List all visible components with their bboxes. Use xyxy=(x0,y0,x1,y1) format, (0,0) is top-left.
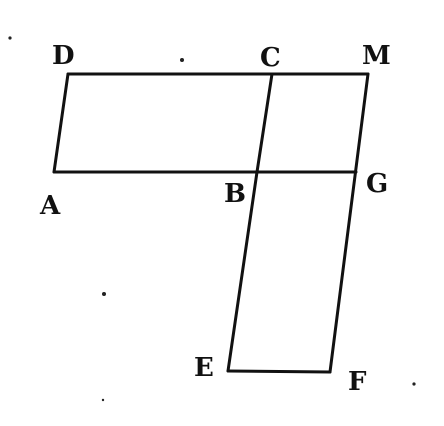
label-a: A xyxy=(39,191,61,221)
speck-dot xyxy=(8,36,12,40)
label-m: M xyxy=(362,41,391,71)
label-f: F xyxy=(348,367,367,397)
edge-mf xyxy=(328,72,370,374)
label-b: B xyxy=(224,179,246,209)
label-g: G xyxy=(366,169,388,199)
edge-ef xyxy=(226,369,332,374)
label-e: E xyxy=(194,353,214,383)
speck-dot xyxy=(102,292,106,296)
edge-cb xyxy=(255,72,274,174)
edge-da xyxy=(52,72,70,174)
label-c: C xyxy=(260,43,281,73)
speck-dot xyxy=(101,398,105,402)
label-d: D xyxy=(52,41,75,71)
edge-be xyxy=(226,170,259,373)
speck-dot xyxy=(412,382,416,386)
speck-dot xyxy=(180,58,184,62)
